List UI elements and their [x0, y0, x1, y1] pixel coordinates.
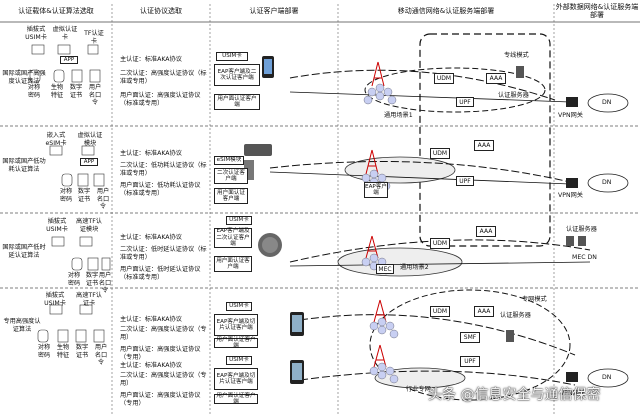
row4-factor-2: 生物特征 [56, 344, 70, 359]
row1-protocol-3: 用户面认证：高强度认证协议（标准或专用） [120, 92, 201, 107]
row4-usim-box-a: USIM卡 [226, 302, 252, 311]
row2-protocol-3: 用户面认证：低功耗认证协议（标准或专用） [120, 182, 201, 197]
row1-protocol-1: 主认证：标准AKA协议 [120, 56, 182, 63]
header-external-network: 外部数据网络&认证服务端部署 [555, 3, 639, 19]
row4-protocol-a1: 主认证：标准AKA协议 [120, 316, 182, 323]
row2-vpn: VPN网关 [558, 192, 583, 199]
row4-eap-box-a: EAP客户端及切片认证客户端 [214, 314, 258, 336]
row3-carrier-1: 插拔式USIM卡 [46, 218, 68, 233]
row4-factor-3: 数字证书 [75, 344, 89, 359]
row1-usim-box: USIM卡 [216, 52, 248, 61]
row4-industry: 行业专网 [406, 386, 431, 393]
row4-up-box-b: 用户面认证客户端 [214, 393, 258, 405]
row3-factor-3: 用户名口令 [98, 272, 112, 294]
row4-upf: UPF [460, 356, 480, 367]
row2-upf: UPF [456, 176, 474, 186]
row1-auth-server: 认证服务器 [498, 92, 529, 99]
row2-dn: DN [602, 179, 612, 186]
row2-protocol-1: 主认证：标准AKA协议 [120, 150, 182, 157]
row3-protocol-1: 主认证：标准AKA协议 [120, 234, 182, 241]
row4-vpn: VPN网关 [560, 390, 585, 397]
row4-carrier-2: 高速TF认证卡 [76, 292, 102, 307]
row4-carrier-1: 插拔式USIM卡 [44, 292, 66, 307]
row1-aaa: AAA [486, 73, 506, 84]
row1-factor-1: 对称密码 [27, 84, 41, 99]
row4-eap-box-b: EAP客户端及切片认证客户端 [214, 368, 258, 390]
watermark: 头条 @信息安全与通信保密 [428, 387, 601, 403]
row1-vpn: VPN网关 [558, 112, 583, 119]
row2-carrier-2: 虚拟认证模块 [77, 132, 103, 147]
row1-scenario: 通用场景1 [384, 112, 413, 119]
row3-factor-2: 数字证书 [85, 272, 99, 287]
row2-esim-box: eSIM模块 [214, 156, 244, 165]
row2-factor-1: 对称密码 [59, 188, 73, 203]
row1-carrier-2: 虚拟认证卡 [52, 26, 78, 41]
row1-up-box: 用户面认证客户端 [214, 94, 260, 110]
row1-dn: DN [602, 99, 612, 106]
row1-category: 国际或国产高强度认证算法 [2, 70, 46, 85]
row4-factor-1: 对称密码 [37, 344, 51, 359]
row2-factor-3: 用户名口令 [96, 188, 110, 210]
row1-upf: UPF [456, 97, 474, 107]
row1-eap-box: EAP客户端及二次认证客户端 [214, 64, 260, 86]
row2-eap: EAP客户端 [364, 182, 388, 198]
row4-factor-4: 用户名口令 [94, 344, 108, 366]
row4-private-net: 专网模式 [522, 296, 547, 303]
row3-protocol-2: 二次认证：低时延认证协议（标准或专用） [120, 246, 207, 261]
row1-app: APP [60, 56, 78, 64]
row2-factor-2: 数字证书 [77, 188, 91, 203]
row3-factor-1: 对称密码 [67, 272, 81, 287]
row1-carrier-3: TF认证卡 [84, 30, 104, 45]
row3-usim-box: USIM卡 [226, 216, 252, 225]
row1-private-line: 专线模式 [504, 52, 529, 59]
row2-second-box: 二次认证客户端 [214, 168, 248, 184]
row3-aaa: AAA [476, 226, 496, 237]
row4-auth-server: 认证服务器 [500, 312, 531, 319]
row4-up-box-a: 用户面认证客户端 [214, 337, 258, 349]
row3-category: 国际或国产低时延认证算法 [2, 244, 46, 259]
row4-smf: SMF [460, 332, 480, 343]
row3-udm: UDM [430, 238, 450, 249]
row4-protocol-b1: 主认证：标准AKA协议 [120, 362, 182, 369]
row4-usim-box-b: USIM卡 [226, 356, 252, 365]
row4-udm: UDM [430, 306, 450, 317]
row2-udm: UDM [430, 148, 450, 159]
row1-udm: UDM [434, 73, 454, 84]
row2-aaa: AAA [474, 140, 494, 151]
row2-category: 国际或国产低功耗认证算法 [2, 158, 46, 173]
row1-factor-2: 生物特征 [50, 84, 64, 99]
row4-dn: DN [602, 374, 612, 381]
row4-category: 专用高强度认证算法 [3, 318, 41, 333]
header-client: 认证客户端部署 [249, 7, 299, 15]
row4-aaa: AAA [474, 306, 494, 317]
header-protocol: 认证协议选取 [140, 7, 182, 15]
row3-mec-dn: MEC DN [572, 254, 597, 261]
row3-eap-box: EAP客户端及二次认证客户端 [214, 228, 252, 248]
row4-protocol-a2: 二次认证：高强度认证协议（专用） [120, 326, 207, 341]
row3-carrier-2: 高速TF认证模块 [76, 218, 102, 233]
row3-mec: MEC [376, 264, 394, 274]
row1-factor-4: 用户名口令 [88, 84, 102, 106]
row3-protocol-3: 用户面认证：低时延认证协议（标准或专用） [120, 266, 201, 281]
row3-auth-server: 认证服务器 [566, 226, 597, 233]
row2-up-box: 用户面认证客户端 [214, 188, 248, 204]
row2-app: APP [80, 158, 98, 166]
header-carrier-algorithm: 认证载体&认证算法选取 [18, 7, 94, 15]
row2-protocol-2: 二次认证：低功耗认证协议（标准或专用） [120, 162, 207, 177]
row2-carrier-1: 嵌入式eSIM卡 [45, 132, 67, 147]
row4-protocol-b3: 用户面认证：高强度认证协议（专用） [120, 392, 201, 407]
row3-up-box: 用户面认证客户端 [214, 256, 252, 272]
row4-protocol-a3: 用户面认证：高强度认证协议（专用） [120, 346, 201, 361]
row4-protocol-b2: 二次认证：高强度认证协议（专用） [120, 372, 207, 387]
row1-factor-3: 数字证书 [69, 84, 83, 99]
row1-carrier-1: 插拔式USIM卡 [25, 26, 47, 41]
row3-scenario: 通用场景2 [400, 264, 429, 271]
header-mobile-network: 移动通信网络&认证服务端部署 [397, 7, 495, 15]
row1-protocol-2: 二次认证：高强度认证协议（标准或专用） [120, 70, 207, 85]
